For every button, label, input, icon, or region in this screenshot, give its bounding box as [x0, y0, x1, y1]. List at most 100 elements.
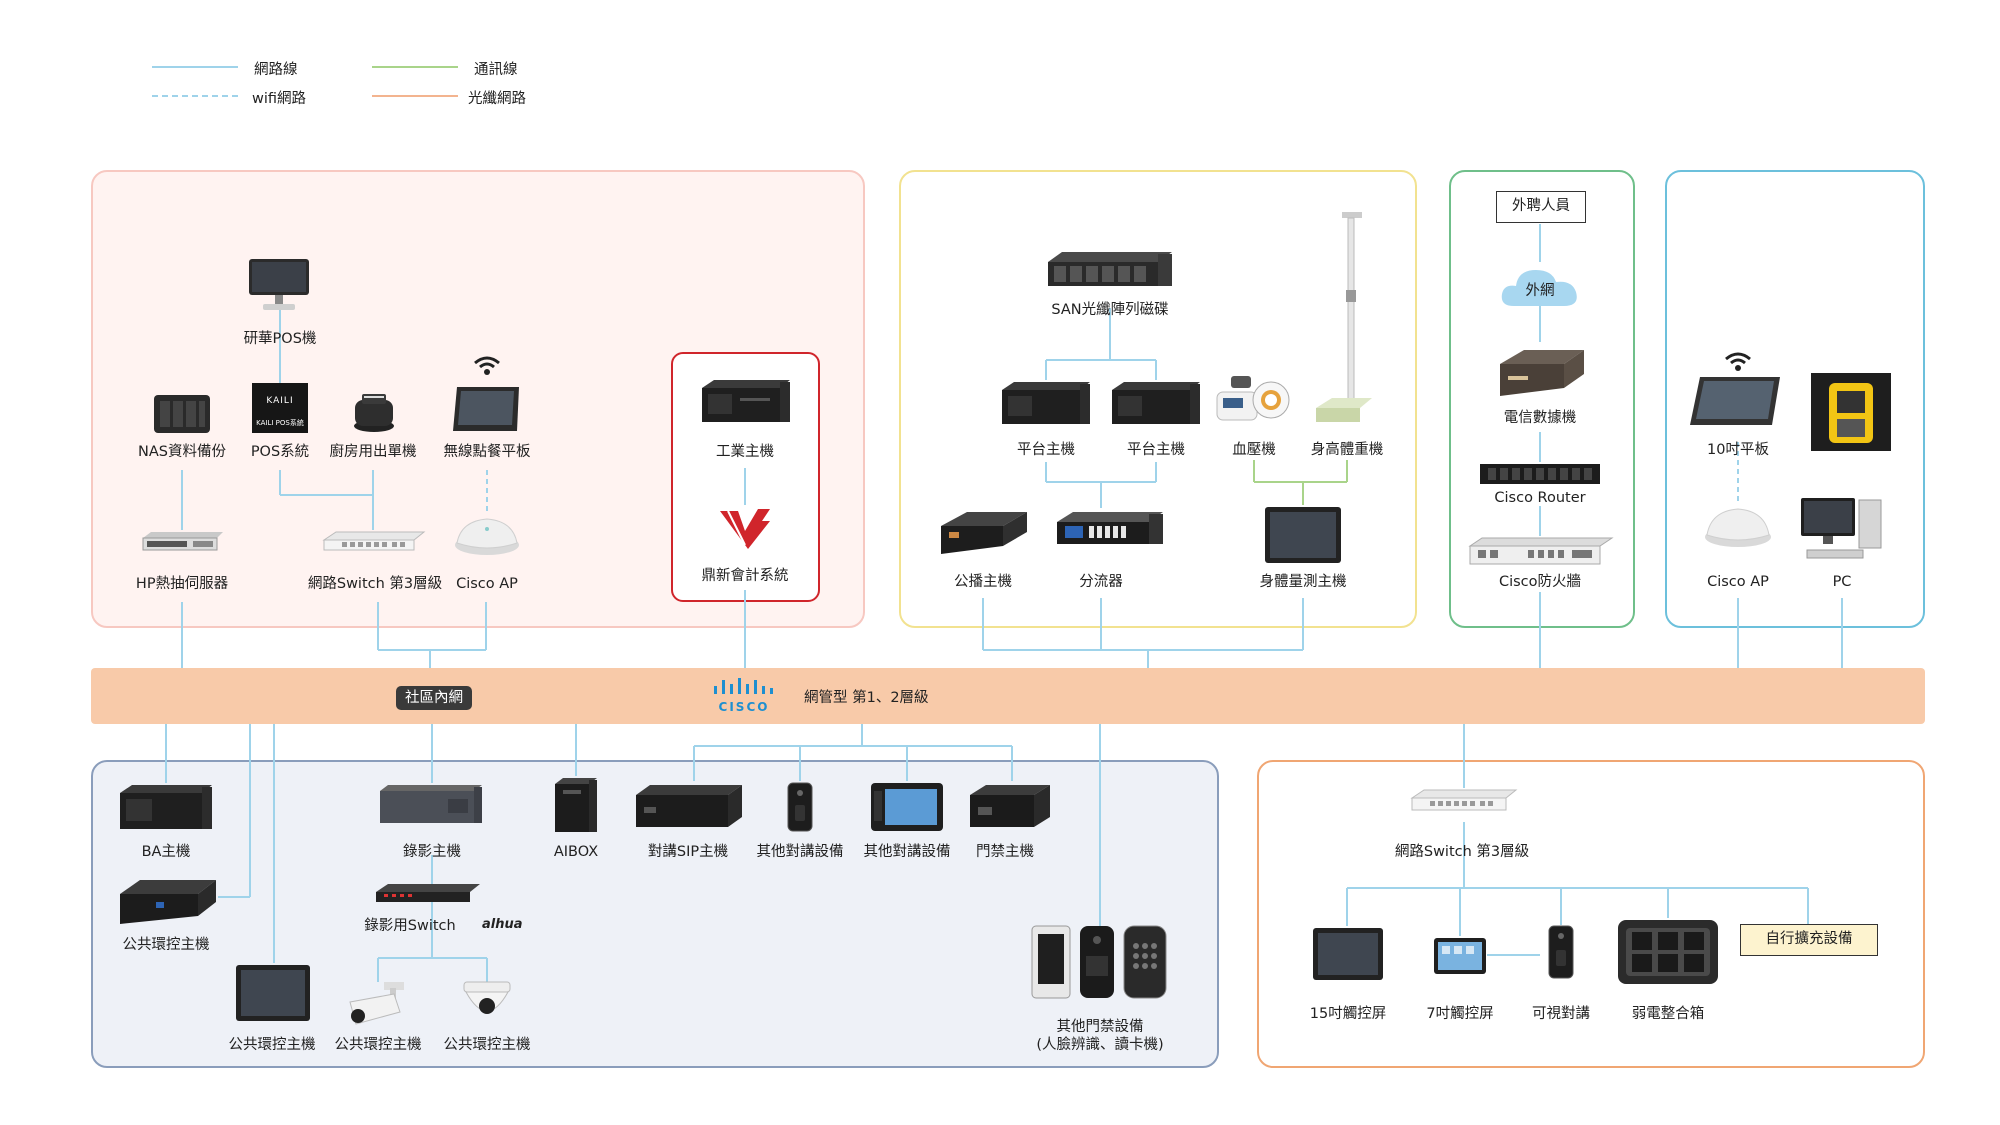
public-env-host-2-device[interactable] — [234, 963, 312, 1023]
pos-system-device[interactable]: KAILI KAILI POS系統 — [252, 383, 308, 433]
poe-switch-icon — [376, 884, 480, 902]
nas-label: NAS資料備份 — [138, 444, 226, 460]
aibox-device[interactable] — [553, 776, 599, 834]
cisco-ap-device[interactable] — [1703, 505, 1773, 549]
backbone-label: 網管型 第1、2層級 — [804, 690, 929, 706]
industrial-pc-label: 工業主機 — [716, 444, 774, 460]
control-switch-label: 網路Switch 第3層級 — [1394, 844, 1530, 860]
pc-label: PC — [1832, 574, 1852, 590]
access-host-label: 門禁主機 — [976, 844, 1034, 860]
weak-current-box-label: 弱電整合箱 — [1631, 1006, 1705, 1022]
platform-host-2-device[interactable] — [1110, 380, 1202, 428]
weak-current-box-device[interactable] — [1616, 918, 1720, 986]
cisco-firewall-device[interactable] — [1468, 536, 1614, 568]
tablet-icon — [453, 387, 519, 431]
switch-l3-device[interactable] — [322, 530, 426, 554]
mini-tower-icon — [555, 778, 597, 832]
access-readers-icon — [1031, 925, 1167, 999]
ba-host-device[interactable] — [118, 783, 214, 833]
community-network-badge: 社區內網 — [396, 686, 472, 710]
legend-wifi-label: wifi網路 — [252, 91, 307, 107]
legend-wifi-swatch — [152, 95, 238, 97]
nas-device[interactable] — [152, 393, 212, 435]
touch-7-label: 7吋觸控屏 — [1426, 1006, 1494, 1022]
industrial-pc-icon — [702, 380, 790, 422]
cisco-ap-device[interactable] — [453, 515, 521, 557]
nvr-switch-device[interactable] — [374, 882, 482, 906]
network-switch-icon — [1410, 789, 1518, 811]
zone-control — [1257, 760, 1925, 1068]
kitchen-printer-label: 廚房用出單機 — [329, 444, 417, 460]
kaili-logo-subtext: KAILI POS系統 — [256, 419, 304, 427]
wireless-tablet-device[interactable] — [451, 383, 523, 435]
outsourced-box[interactable]: 外聘人員 — [1496, 191, 1586, 223]
touch-15-device[interactable] — [1311, 926, 1385, 982]
cisco-firewall-label: Cisco防火牆 — [1498, 574, 1582, 590]
san-device[interactable] — [1046, 250, 1174, 290]
access-devices-label-line2: (人臉辨識、讀卡機) — [1036, 1037, 1164, 1053]
access-point-icon — [455, 518, 519, 555]
pc-device[interactable] — [1797, 496, 1887, 564]
public-env-host-1-device[interactable] — [116, 876, 218, 926]
height-weight-device[interactable] — [1312, 210, 1374, 430]
dome-camera-icon — [463, 981, 511, 1014]
touch-15-label: 15吋觸控屏 — [1309, 1006, 1387, 1022]
expansion-box[interactable]: 自行擴充設備 — [1740, 924, 1878, 956]
broadcast-host-device[interactable] — [937, 510, 1029, 556]
wifi-icon — [473, 356, 501, 376]
panel-pc-icon — [1313, 928, 1383, 980]
tablet-10-label: 10吋平板 — [1707, 442, 1769, 458]
aibox-label: AIBOX — [553, 844, 599, 860]
hp-server-label: HP熱抽伺服器 — [135, 576, 229, 592]
network-switch-icon — [322, 531, 426, 551]
broadcast-host-icon — [941, 512, 1027, 554]
pos-system-label: POS系統 — [250, 444, 310, 460]
router-icon — [1480, 464, 1600, 484]
pos-terminal-device[interactable] — [245, 256, 315, 316]
sip-host-label: 對講SIP主機 — [647, 844, 729, 860]
camera-1-device[interactable] — [344, 980, 412, 1030]
kaili-logo-text: KAILI — [266, 396, 294, 406]
control-switch-device[interactable] — [1410, 788, 1518, 814]
telecom-modem-device[interactable] — [1494, 342, 1586, 400]
access-controller-icon — [970, 785, 1050, 827]
body-measure-host-device[interactable] — [1263, 505, 1343, 567]
height-weight-label: 身高體重機 — [1310, 442, 1384, 458]
cisco-logo: CISCO — [712, 676, 776, 716]
cisco-bars-icon — [714, 678, 773, 694]
touch-7-device[interactable] — [1432, 936, 1488, 976]
nvr-host-device[interactable] — [378, 783, 484, 827]
hp-server-device[interactable] — [141, 530, 225, 554]
accounting-system-label: 鼎新會計系統 — [701, 568, 789, 584]
tablet-10-device[interactable] — [1688, 373, 1784, 429]
kitchen-printer-device[interactable] — [352, 390, 396, 434]
video-intercom-device[interactable] — [1546, 924, 1576, 980]
blood-pressure-device[interactable] — [1215, 370, 1291, 426]
platform-host-1-device[interactable] — [1000, 380, 1092, 428]
cloud-icon[interactable]: 外網 — [1498, 262, 1582, 308]
panel-pc-icon — [1265, 507, 1341, 563]
indoor-monitor-icon — [871, 783, 943, 831]
rack-server-icon — [142, 532, 223, 551]
dahua-logo: alhua — [482, 917, 523, 932]
community-network-label: 社區內網 — [405, 690, 463, 706]
sip-host-device[interactable] — [632, 781, 744, 831]
switch-l3-label: 網路Switch 第3層級 — [307, 576, 443, 592]
camera-2-device[interactable] — [458, 980, 516, 1028]
intercom-2-device[interactable] — [869, 781, 945, 833]
access-host-device[interactable] — [966, 781, 1052, 831]
cisco-router-device[interactable] — [1478, 462, 1602, 488]
video-intercom-label: 可視對講 — [1532, 1006, 1590, 1022]
splitter-device[interactable] — [1055, 510, 1165, 550]
desktop-pc-icon — [1801, 498, 1882, 559]
intercom-1-device[interactable] — [785, 781, 815, 833]
industrial-pc-device[interactable] — [700, 378, 792, 426]
sip-server-icon — [636, 785, 742, 827]
expansion-label: 自行擴充設備 — [1765, 931, 1853, 947]
embedded-pc-icon — [120, 880, 216, 924]
touch-panel-icon — [1434, 938, 1486, 974]
platform-host-1-label: 平台主機 — [1017, 442, 1075, 458]
camera-host-2-label: 公共環控主機 — [443, 1037, 531, 1053]
access-devices-group[interactable] — [1030, 924, 1170, 1000]
cisco-ap-label: Cisco AP — [456, 576, 518, 592]
